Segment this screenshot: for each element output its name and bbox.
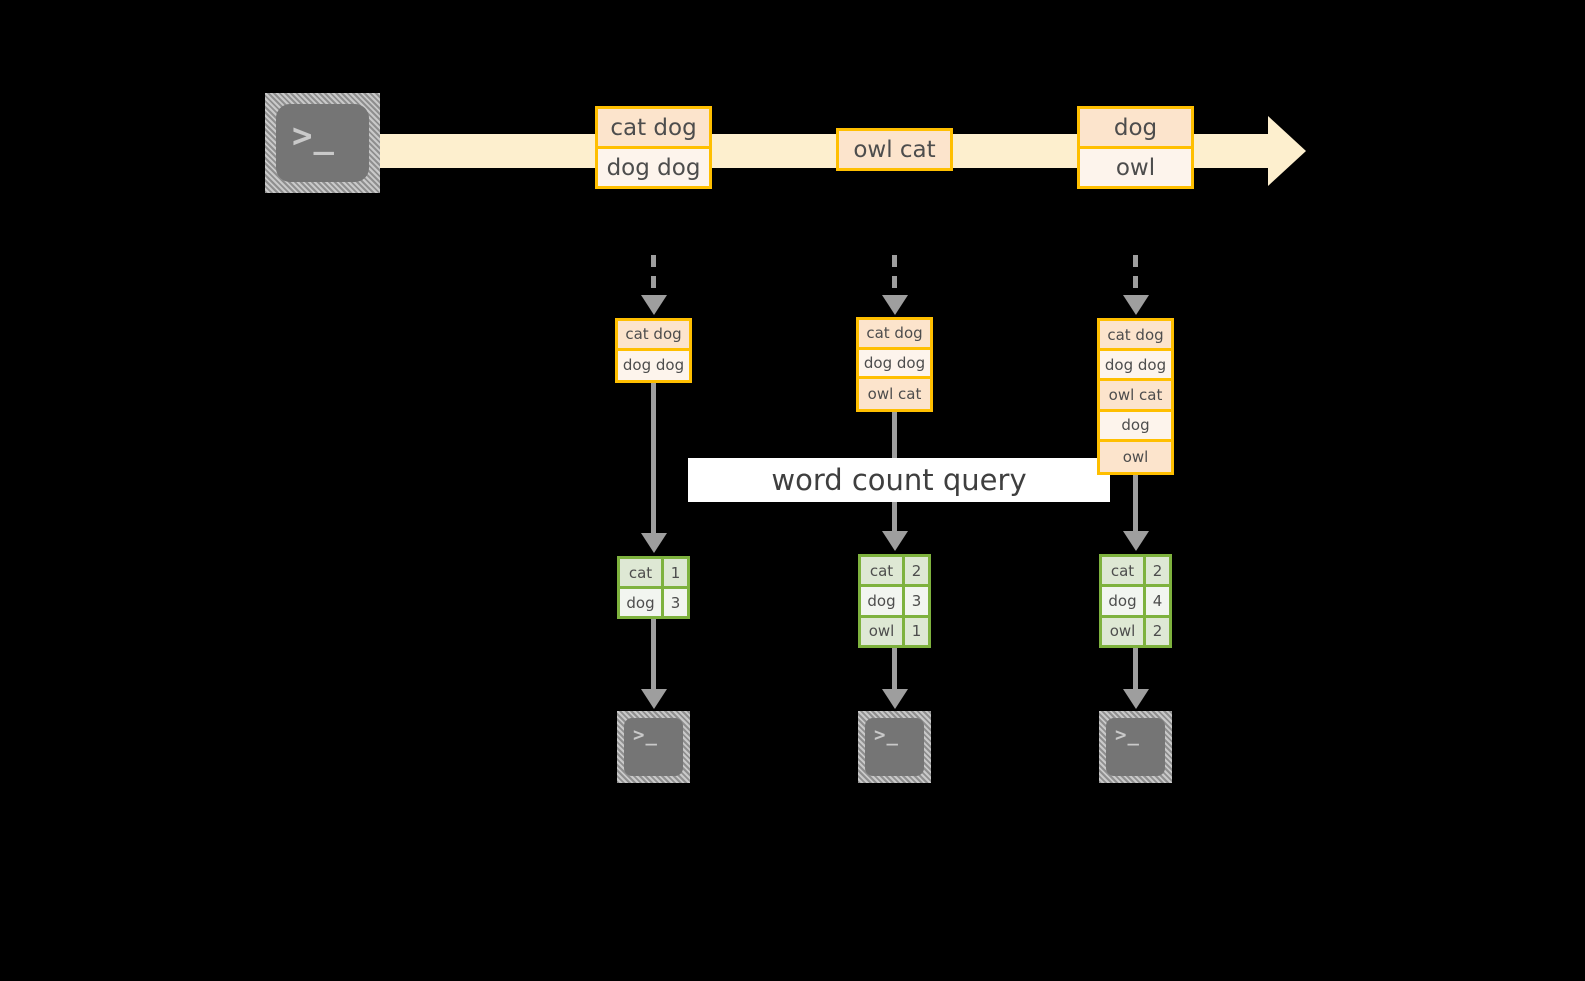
counts-value: 1 [664, 559, 687, 586]
stream-record: cat dog [595, 106, 712, 149]
counts-row: cat 2 [861, 557, 928, 588]
stream-arrowhead [1268, 116, 1306, 186]
counts-value: 3 [905, 587, 928, 615]
terminal-screen: >_ [865, 718, 924, 776]
snapshot-input-line: owl cat [859, 379, 930, 410]
sink-connector-arrowhead [882, 689, 908, 709]
terminal-screen: >_ [276, 104, 369, 182]
snapshot-2-input: cat dog dog dog owl cat [856, 317, 933, 412]
snapshot-connector-dashed [651, 255, 656, 297]
terminal-icon-sink[interactable]: >_ [617, 711, 690, 783]
counts-word: cat [861, 557, 905, 585]
counts-row: dog 4 [1102, 587, 1169, 618]
stream-record: owl [1077, 146, 1194, 189]
counts-value: 2 [905, 557, 928, 585]
stream-record: dog [1077, 106, 1194, 149]
counts-value: 1 [905, 617, 928, 645]
counts-row: cat 2 [1102, 557, 1169, 588]
counts-word: cat [1102, 557, 1146, 585]
snapshot-input-line: dog dog [618, 350, 689, 380]
sink-connector-arrowhead [1123, 689, 1149, 709]
counts-row: dog 3 [620, 589, 687, 616]
terminal-screen: >_ [1106, 718, 1165, 776]
terminal-screen: >_ [624, 718, 683, 776]
stream-record: owl cat [836, 128, 953, 171]
query-connector-arrowhead [1123, 531, 1149, 551]
counts-value: 4 [1146, 587, 1169, 615]
snapshot-input-line: dog [1100, 411, 1171, 442]
sink-connector [892, 648, 897, 691]
terminal-icon-source[interactable]: >_ [265, 93, 380, 193]
query-connector-arrowhead [641, 533, 667, 553]
stream-record: dog dog [595, 146, 712, 189]
terminal-prompt-glyph: >_ [633, 724, 658, 746]
snapshot-input-line: cat dog [1100, 321, 1171, 352]
snapshot-3-input-overlay: cat dog dog dog owl cat dog owl [1097, 318, 1174, 475]
sink-connector [651, 619, 656, 691]
counts-word: dog [861, 587, 905, 615]
counts-word: cat [620, 559, 664, 586]
terminal-prompt-glyph: >_ [292, 116, 335, 156]
query-connector [651, 383, 656, 535]
counts-value: 3 [664, 589, 687, 616]
counts-row: owl 2 [1102, 617, 1169, 645]
terminal-icon-sink[interactable]: >_ [858, 711, 931, 783]
snapshot-input-line: cat dog [859, 320, 930, 350]
counts-table-2: cat 2 dog 3 owl 1 [858, 554, 931, 648]
snapshot-input-line: dog dog [1100, 351, 1171, 382]
counts-row: cat 1 [620, 559, 687, 589]
snapshot-input-line: dog dog [859, 349, 930, 380]
sink-connector-arrowhead [641, 689, 667, 709]
counts-word: dog [1102, 587, 1146, 615]
counts-word: owl [1102, 617, 1146, 645]
query-connector-arrowhead [882, 531, 908, 551]
counts-word: dog [620, 589, 664, 616]
counts-row: owl 1 [861, 617, 928, 645]
counts-value: 2 [1146, 617, 1169, 645]
query-connector [1133, 475, 1138, 533]
counts-row: dog 3 [861, 587, 928, 618]
query-banner-label: word count query [771, 463, 1027, 497]
snapshot-connector-arrowhead [641, 295, 667, 315]
snapshot-1-input: cat dog dog dog [615, 318, 692, 383]
snapshot-input-line: cat dog [618, 321, 689, 351]
snapshot-input-line: owl [1100, 441, 1171, 473]
terminal-prompt-glyph: >_ [874, 724, 899, 746]
terminal-prompt-glyph: >_ [1115, 724, 1140, 746]
counts-word: owl [861, 617, 905, 645]
counts-table-1: cat 1 dog 3 [617, 556, 690, 619]
snapshot-connector-arrowhead [1123, 295, 1149, 315]
snapshot-connector-dashed [892, 255, 897, 297]
sink-connector [1133, 648, 1138, 691]
terminal-icon-sink[interactable]: >_ [1099, 711, 1172, 783]
snapshot-input-line: owl cat [1100, 381, 1171, 412]
snapshot-connector-arrowhead [882, 295, 908, 315]
query-banner: word count query [688, 458, 1110, 502]
counts-table-3: cat 2 dog 4 owl 2 [1099, 554, 1172, 648]
counts-value: 2 [1146, 557, 1169, 585]
snapshot-connector-dashed [1133, 255, 1138, 297]
